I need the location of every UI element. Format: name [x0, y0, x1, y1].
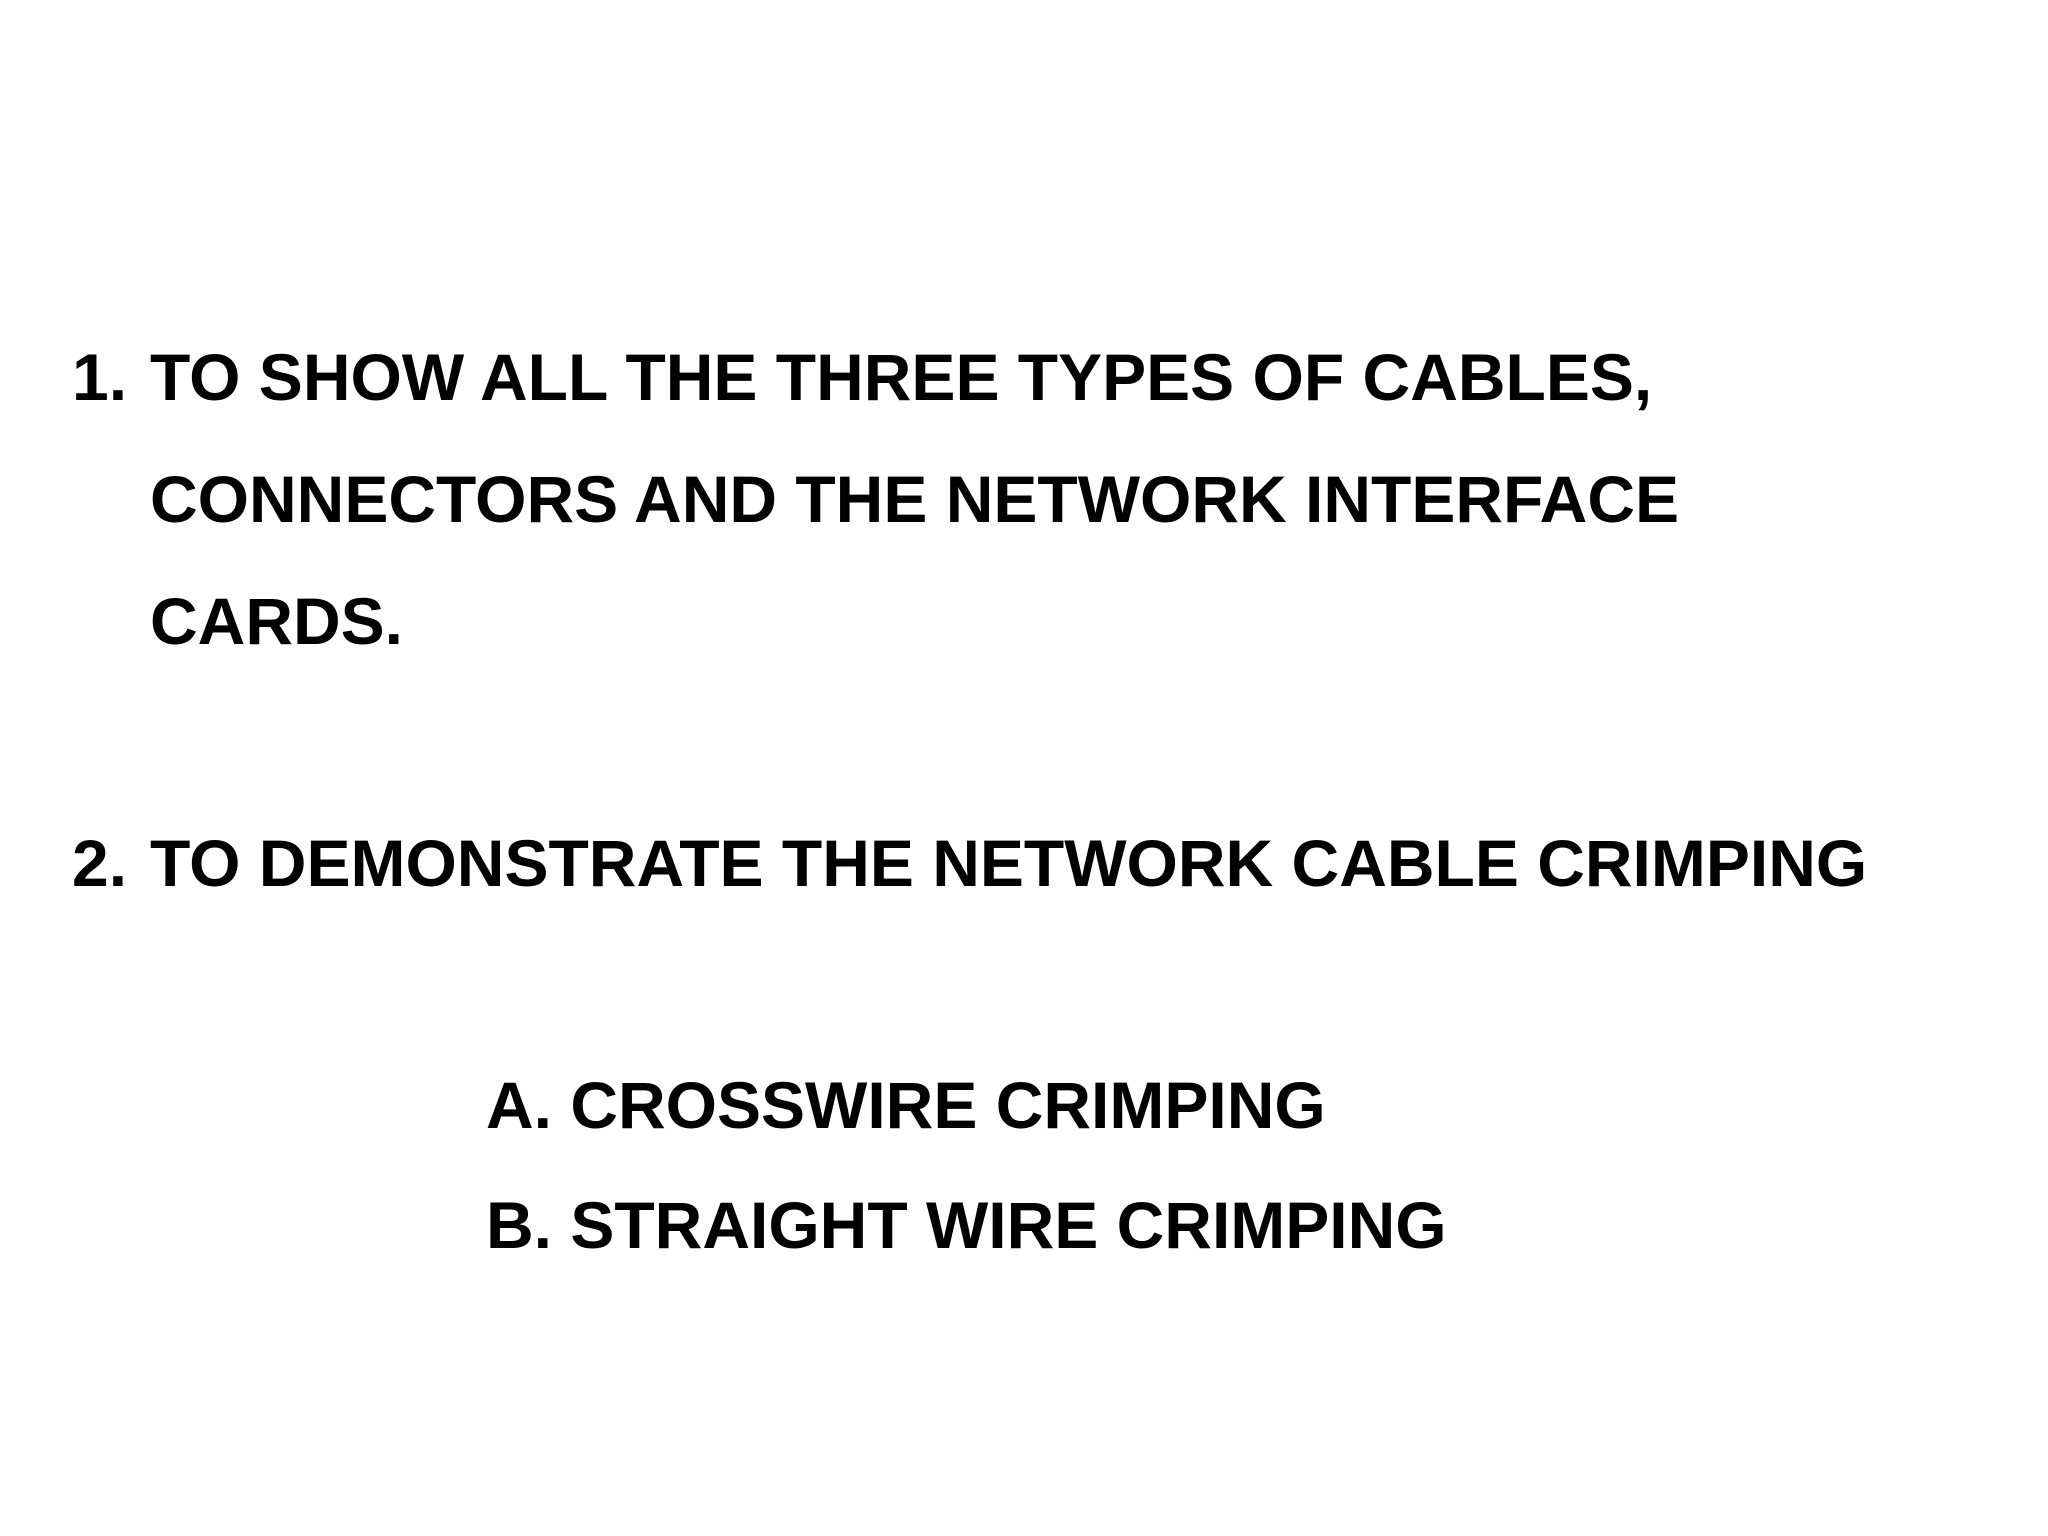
- subitem-straight-wire: B. STRAIGHT WIRE CRIMPING: [486, 1188, 1447, 1262]
- item-text-line: CARDS.: [150, 584, 404, 658]
- subitem-crosswire: A. CROSSWIRE CRIMPING: [486, 1068, 1326, 1142]
- item-text-line: TO DEMONSTRATE THE NETWORK CABLE CRIMPIN…: [150, 826, 1868, 900]
- item-text-line: TO SHOW ALL THE THREE TYPES OF CABLES,: [150, 340, 1653, 414]
- item-text-line: CONNECTORS AND THE NETWORK INTERFACE: [150, 462, 1680, 536]
- item-number: 1.: [72, 340, 128, 414]
- item-number: 2.: [72, 826, 128, 900]
